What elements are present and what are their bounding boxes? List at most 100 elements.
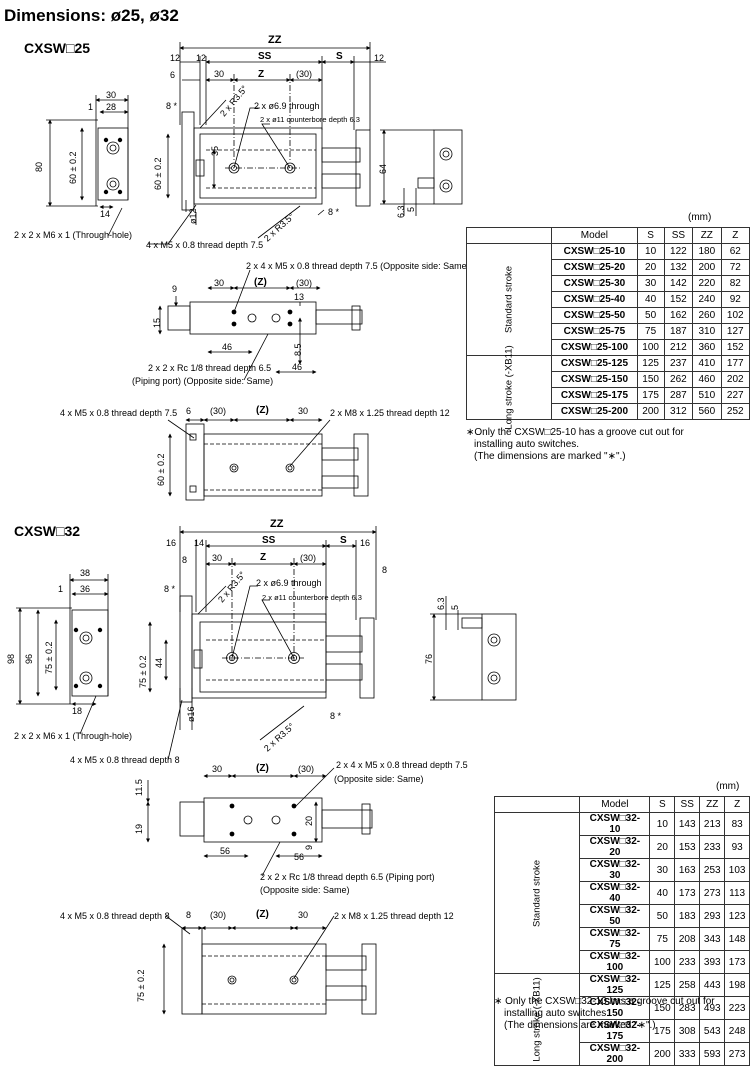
table-cell: 310: [692, 323, 722, 340]
callout-rc2: (Piping port) (Opposite side: Same): [132, 376, 274, 386]
table-cell-model: CXSW□32-50: [579, 904, 651, 928]
cxsw32-bottom-view: [162, 915, 377, 1015]
dim-r35b-32: 2 x R3.5°: [262, 721, 297, 754]
table-cell: 150: [649, 996, 676, 1020]
note-32-line2: installing auto switches.: [504, 1008, 610, 1019]
table-cell: 198: [724, 973, 750, 997]
table-cell: 20: [636, 259, 665, 276]
table-header-s: S: [649, 796, 676, 813]
callout-m5b2-32: (Opposite side: Same): [334, 774, 424, 784]
dim-98-32: 98: [6, 653, 16, 664]
table-group-text: Long stroke (-XB11): [503, 345, 515, 430]
dim-20-32: 20: [304, 815, 314, 826]
table-cell: 262: [663, 371, 694, 388]
table-cell-model: CXSW□32-150: [579, 996, 651, 1020]
callout-m8-32: 2 x M8 x 1.25 thread depth 12: [334, 911, 454, 921]
table-cell: 40: [636, 291, 665, 308]
cxsw32-top-view: [148, 526, 377, 761]
callout-rc: 2 x 2 x Rc 1/8 thread depth 6.5: [148, 363, 272, 373]
table-cell: 252: [720, 403, 750, 420]
dim-18-32: 18: [72, 706, 83, 716]
table-group-text: Standard stroke: [531, 859, 543, 927]
dim-b30p-32: (30): [210, 910, 227, 920]
callout-counterbore: 2 x ø11 counterbore depth 6.3: [260, 115, 360, 124]
table-cell: 200: [692, 259, 722, 276]
table-cell: 213: [699, 812, 726, 836]
table-cell-model: CXSW□25-200: [551, 403, 638, 420]
dim-zz: ZZ: [268, 34, 282, 46]
table-cell: 30: [649, 858, 676, 882]
table-cell: 103: [724, 858, 750, 882]
table-cell: 148: [724, 927, 750, 951]
callout-through-32: 2 x ø6.9 through: [256, 578, 322, 588]
callout-through: 2 x ø6.9 through: [254, 101, 320, 111]
callout-rc2-32: (Opposite side: Same): [260, 885, 350, 895]
table-cell: 20: [649, 835, 676, 859]
callout-m5b: 2 x 4 x M5 x 0.8 thread depth 7.5 (Oppos…: [246, 261, 470, 271]
dim-30b: 30: [106, 90, 117, 100]
dim-16b-32: 16: [360, 538, 371, 548]
note-25-line1: ∗Only the CXSW□25-10 has a groove cut ou…: [466, 427, 684, 438]
dim-5-32: 5: [450, 604, 460, 610]
callout-m8: 2 x M8 x 1.25 thread depth 12: [330, 408, 450, 418]
table-cell: 223: [724, 996, 750, 1020]
dim-s: S: [336, 51, 343, 62]
dim-30: 30: [214, 69, 225, 79]
dim-12a: 12: [170, 53, 181, 63]
table-cell: 273: [699, 881, 726, 905]
table-cell: 177: [720, 355, 750, 372]
dim-46a: 46: [222, 342, 233, 352]
dim-t30: 30: [214, 278, 225, 288]
dim-19-32: 19: [134, 823, 144, 834]
table-cell: 75: [636, 323, 665, 340]
table-cell: 200: [649, 1042, 676, 1066]
callout-counterbore-32: 2 x ø11 counterbore depth 6.3: [262, 593, 362, 602]
table-cell: 152: [663, 291, 694, 308]
cxsw25-bottom-view: [167, 418, 369, 501]
dim-63-32: 6.3: [436, 597, 446, 610]
dim-30-32: 30: [212, 553, 223, 563]
table-group-label: Standard stroke: [493, 812, 581, 974]
dim-b30-32: 30: [298, 910, 309, 920]
dim-8a-32: 8 *: [164, 584, 176, 594]
table-cell: 173: [724, 950, 750, 974]
dim-b75-32: 75 ± 0.2: [136, 969, 146, 1002]
table-cell: 142: [663, 275, 694, 292]
table-header-corner: [465, 227, 553, 244]
table-cell-model: CXSW□25-40: [551, 291, 638, 308]
table-cell: 50: [649, 904, 676, 928]
dim-8b-32: 8 *: [330, 711, 342, 721]
section-title-25: CXSW□25: [24, 40, 91, 56]
table-cell-model: CXSW□32-125: [579, 973, 651, 997]
table-cell: 125: [649, 973, 676, 997]
table-cell: 233: [699, 835, 726, 859]
dim-115-32: 11.5: [134, 779, 144, 796]
note-32-line3: (The dimensions are marked "∗".): [504, 1020, 656, 1031]
note-25-line2: installing auto switches.: [474, 439, 580, 450]
dim-bz-32: (Z): [256, 909, 269, 920]
table-cell: 150: [636, 371, 665, 388]
table-cell: 460: [692, 371, 722, 388]
table-cell: 560: [692, 403, 722, 420]
table-cell: 202: [720, 371, 750, 388]
callout-m6: 2 x 2 x M6 x 1 (Through-hole): [14, 230, 133, 240]
dim-30-paren-32: (30): [300, 553, 317, 563]
table-header-row: Model S SS ZZ Z: [493, 796, 750, 813]
dim-8-32: 8: [182, 555, 188, 565]
dim-6: 6: [170, 70, 176, 80]
table-cell: 233: [674, 950, 701, 974]
dim-phi16-32: ø16: [186, 706, 196, 722]
table-cell: 100: [636, 339, 665, 356]
unit-32: (mm): [716, 781, 740, 792]
table-group-label: Long stroke (-XB11): [465, 345, 553, 430]
dim-75b-32: 75 ± 0.2: [44, 641, 54, 674]
table-cell: 248: [724, 1019, 750, 1043]
table-cell: 122: [663, 243, 694, 260]
table-header-model: Model: [579, 796, 651, 813]
